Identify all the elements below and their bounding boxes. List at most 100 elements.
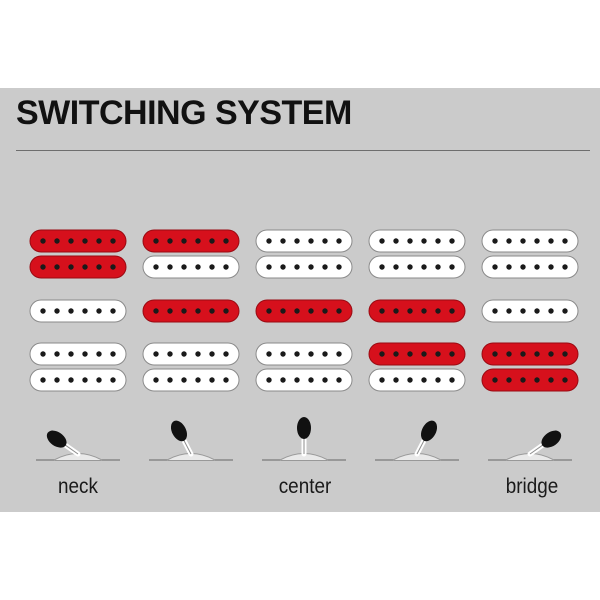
position-2-middle-coil	[142, 299, 240, 323]
position-3-bridge-top-coil-pole	[336, 351, 342, 357]
label-neck: neck	[58, 475, 98, 498]
position-3-neck-top-coil	[255, 229, 353, 253]
position-1-middle-coil-pole	[82, 308, 88, 314]
position-2-neck-bottom-coil-pole	[209, 264, 215, 270]
position-4-middle-coil-pole	[449, 308, 455, 314]
position-5-neck-top-coil-pole	[548, 238, 554, 244]
position-5-neck-top-coil-pole	[520, 238, 526, 244]
position-5-middle-coil-pole	[520, 308, 526, 314]
position-3-middle-coil-pole	[336, 308, 342, 314]
position-5-bridge-top-coil-pole	[492, 351, 498, 357]
position-1-middle-coil-pole	[110, 308, 116, 314]
position-5-bridge-bottom-coil-pole	[534, 377, 540, 383]
position-1-bridge-top-coil-body	[29, 342, 127, 366]
position-4-bridge-top-coil-pole	[393, 351, 399, 357]
position-3-bridge-bottom-coil-pole	[336, 377, 342, 383]
position-3-bridge-bottom-coil-pole	[266, 377, 272, 383]
position-2-bridge-top-coil-pole	[209, 351, 215, 357]
position-4-neck-bottom-coil	[368, 255, 466, 279]
position-4-selector-switch-icon	[375, 420, 459, 461]
position-3-neck-top-coil-pole	[280, 238, 286, 244]
position-5-bridge-bottom-coil-pole	[548, 377, 554, 383]
position-1-neck-bottom-coil-pole	[82, 264, 88, 270]
position-2-neck-top-coil-pole	[167, 238, 173, 244]
position-3-neck-bottom-coil-pole	[322, 264, 328, 270]
position-5-middle-coil-pole	[562, 308, 568, 314]
position-5-middle-coil-pole	[506, 308, 512, 314]
position-5-bridge-top-coil-pole	[506, 351, 512, 357]
label-bridge: bridge	[505, 475, 559, 498]
position-4-neck-top-coil-pole	[379, 238, 385, 244]
position-1-neck-bottom-coil-pole	[110, 264, 116, 270]
position-5-bridge-bottom-coil-body	[481, 368, 579, 392]
position-1-middle-coil-pole	[96, 308, 102, 314]
position-2-bridge-top-coil-body	[142, 342, 240, 366]
position-4-bridge-bottom-coil-pole	[393, 377, 399, 383]
position-3-bridge-top-coil-pole	[322, 351, 328, 357]
position-2-bridge-bottom-coil-pole	[167, 377, 173, 383]
position-1-neck-top-coil-pole	[110, 238, 116, 244]
position-3-neck-bottom-coil-pole	[308, 264, 314, 270]
position-3-middle-coil-pole	[308, 308, 314, 314]
position-2-bridge-top-coil-pole	[181, 351, 187, 357]
position-3-neck-bottom-coil-pole	[266, 264, 272, 270]
position-3-neck-top-coil-pole	[266, 238, 272, 244]
position-1-neck-bottom-coil-pole	[40, 264, 46, 270]
title-divider	[16, 150, 590, 151]
position-4-bridge-top-coil-body	[368, 342, 466, 366]
position-4-middle-coil-pole	[407, 308, 413, 314]
position-5-bridge-top-coil-body	[481, 342, 579, 366]
position-1-middle-coil-pole	[54, 308, 60, 314]
position-2-bridge-bottom-coil-pole	[209, 377, 215, 383]
position-4-bridge-bottom-coil-pole	[435, 377, 441, 383]
position-3-middle-coil-pole	[280, 308, 286, 314]
position-3-bridge-bottom-coil-pole	[308, 377, 314, 383]
position-2-middle-coil-body	[142, 299, 240, 323]
position-4-middle-coil-pole	[435, 308, 441, 314]
position-3-selector-switch-icon	[262, 417, 346, 461]
position-1-bridge-bottom-coil-pole	[110, 377, 116, 383]
position-1-bridge-top-coil-pole	[40, 351, 46, 357]
position-1-middle-coil-pole	[40, 308, 46, 314]
position-2-bridge-top-coil-pole	[195, 351, 201, 357]
position-3-neck-top-coil-pole	[322, 238, 328, 244]
position-3-neck-top-coil-pole	[308, 238, 314, 244]
position-2-bridge-top-coil-pole	[223, 351, 229, 357]
position-2-bridge-top-coil-pole	[153, 351, 159, 357]
position-5-neck-bottom-coil-pole	[506, 264, 512, 270]
position-4-neck-top-coil-pole	[407, 238, 413, 244]
position-3-middle-coil-pole	[294, 308, 300, 314]
position-4-switch-tip	[420, 420, 438, 442]
position-3-bridge-top-coil-pole	[266, 351, 272, 357]
position-5-neck-bottom-coil-pole	[548, 264, 554, 270]
position-1-neck-bottom-coil	[29, 255, 127, 279]
position-4-neck-top-coil-pole	[393, 238, 399, 244]
position-3-neck-bottom-coil	[255, 255, 353, 279]
position-5-middle-coil-pole	[492, 308, 498, 314]
position-4-bridge-top-coil-pole	[435, 351, 441, 357]
position-1-middle-coil	[29, 299, 127, 323]
position-5-neck-top-coil-pole	[562, 238, 568, 244]
position-5-switch-tip	[541, 430, 562, 448]
position-4-bridge-top-coil-pole	[379, 351, 385, 357]
position-2-middle-coil-pole	[195, 308, 201, 314]
position-3-neck-top-coil-body	[255, 229, 353, 253]
position-5-bridge-top-coil-pole	[534, 351, 540, 357]
position-3-neck-bottom-coil-pole	[280, 264, 286, 270]
position-4-neck-bottom-coil-pole	[379, 264, 385, 270]
position-3-middle-coil-pole	[322, 308, 328, 314]
position-1-bridge-top-coil-pole	[54, 351, 60, 357]
position-4-bridge-top-coil	[368, 342, 466, 366]
position-4-bridge-bottom-coil-pole	[379, 377, 385, 383]
position-2-neck-top-coil-body	[142, 229, 240, 253]
position-4-middle-coil-pole	[379, 308, 385, 314]
position-5-bridge-top-coil-pole	[562, 351, 568, 357]
position-3-bridge-top-coil-pole	[280, 351, 286, 357]
position-1-bridge-top-coil-pole	[110, 351, 116, 357]
position-4-neck-top-coil-body	[368, 229, 466, 253]
position-2-neck-bottom-coil-body	[142, 255, 240, 279]
position-3-bridge-bottom-coil-body	[255, 368, 353, 392]
position-2-middle-coil-pole	[223, 308, 229, 314]
position-2-neck-bottom-coil-pole	[181, 264, 187, 270]
position-5-selector-switch-icon	[488, 430, 572, 461]
